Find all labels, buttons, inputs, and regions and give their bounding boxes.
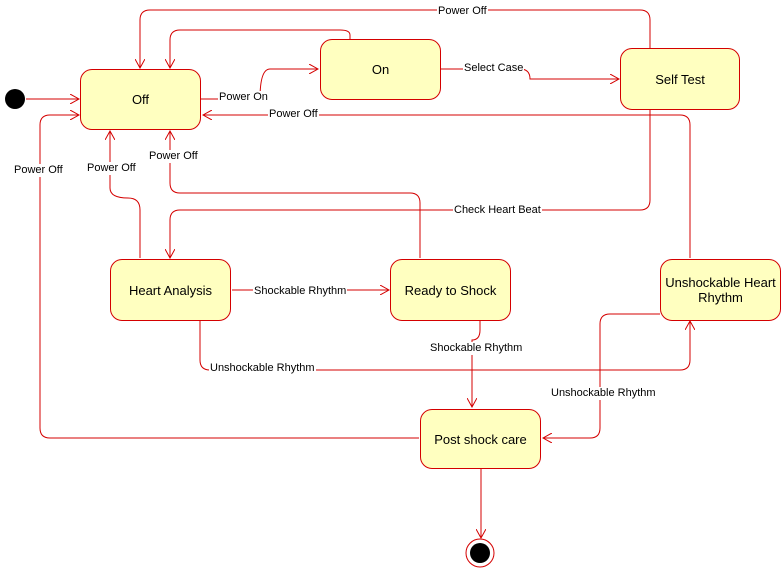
edge-unshockable-off [203,115,691,258]
state-ready-to-shock[interactable]: Ready to Shock [390,259,511,321]
initial-node [5,89,25,109]
label-power-off-unshockable: Power Off [268,108,319,121]
label-power-off-ready: Power Off [148,150,199,163]
label-unshockable-rhythm-post: Unshockable Rhythm [550,387,657,400]
state-off[interactable]: Off [80,69,201,130]
label-power-off-post-shock: Power Off [13,164,64,177]
state-self-test[interactable]: Self Test [620,48,740,110]
label-select-case: Select Case [463,62,525,75]
label-check-heart-beat: Check Heart Beat [453,204,542,217]
edge-selftest-off [140,9,651,68]
edge-check-heart-beat [170,110,651,258]
label-power-on: Power On [218,91,269,104]
label-power-off-top: Power Off [437,5,488,18]
label-power-off-heart-analysis: Power Off [86,162,137,175]
edge-unshockable-post [543,313,660,438]
label-unshockable-rhythm-analysis: Unshockable Rhythm [209,362,316,375]
state-unshockable-heart-rhythm[interactable]: Unshockable Heart Rhythm [660,259,781,321]
edge-post-off [39,115,419,439]
state-on[interactable]: On [320,39,441,100]
label-shockable-rhythm-analysis: Shockable Rhythm [253,285,348,298]
edge-ready-post [472,321,481,407]
edge-unshockable-rhythm [199,321,690,371]
edge-analysis-off [110,131,141,258]
edge-ready-off [170,131,421,258]
state-heart-analysis[interactable]: Heart Analysis [110,259,231,321]
edge-on-off [170,29,351,68]
label-shockable-rhythm-ready: Shockable Rhythm [429,342,524,355]
state-post-shock-care[interactable]: Post shock care [420,409,541,469]
